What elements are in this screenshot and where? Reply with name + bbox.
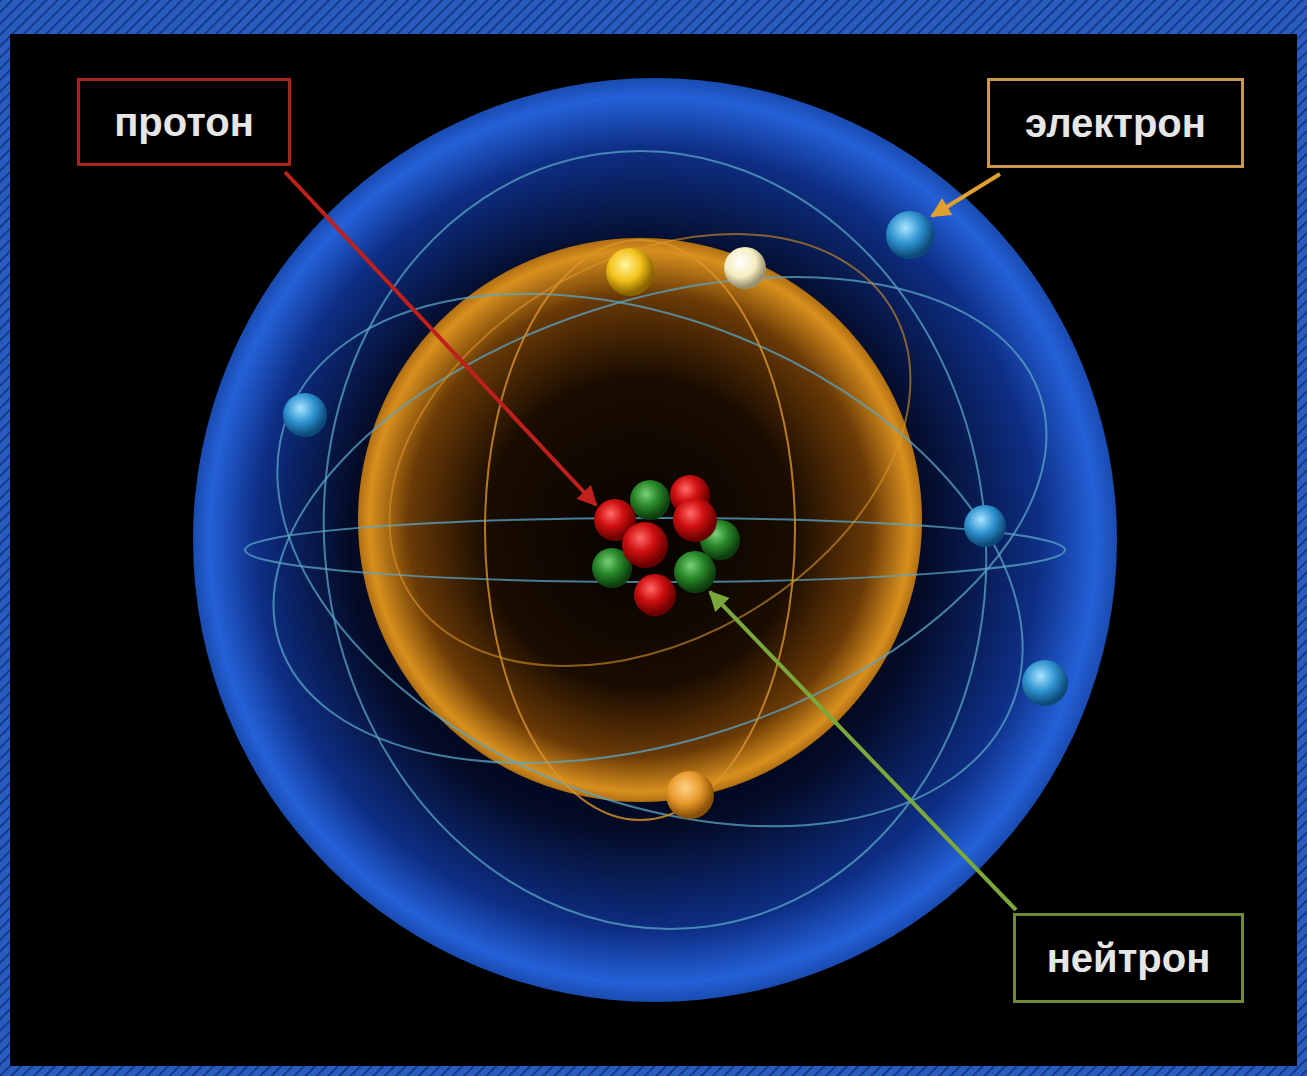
orbit <box>198 191 1101 928</box>
orbit <box>212 187 1109 853</box>
proton-ball <box>622 522 668 568</box>
leader-line <box>710 592 1016 910</box>
label-box: нейтрон <box>1013 913 1244 1003</box>
electron-ball <box>1022 660 1068 706</box>
leader-line <box>285 172 596 505</box>
neutron-ball <box>674 551 716 593</box>
label-text: электрон <box>1025 100 1206 146</box>
nucleus <box>592 475 740 616</box>
orbit <box>274 108 1036 972</box>
electron-ball <box>886 211 934 259</box>
black-ground <box>10 34 1297 1066</box>
label-box: протон <box>77 78 291 166</box>
label-text: протон <box>114 99 254 145</box>
electron-ball <box>964 505 1006 547</box>
outer-shell <box>193 78 1117 1002</box>
inner-orbit <box>485 240 795 820</box>
proton-ball <box>634 574 676 616</box>
electron-ball <box>666 771 714 819</box>
electron-ball <box>283 393 327 437</box>
inner-shell <box>358 238 922 802</box>
electron-ball <box>606 248 654 296</box>
orbit <box>245 518 1065 582</box>
leader-line <box>932 174 1000 216</box>
proton-ball <box>673 498 717 542</box>
neutron-ball <box>630 480 670 520</box>
electron-ball <box>724 247 766 289</box>
label-box: электрон <box>987 78 1244 168</box>
label-text: нейтрон <box>1047 935 1211 981</box>
leader-lines <box>285 172 1016 910</box>
inner-orbit <box>313 145 988 754</box>
orbit-lines <box>198 108 1108 972</box>
electrons <box>283 211 1068 819</box>
